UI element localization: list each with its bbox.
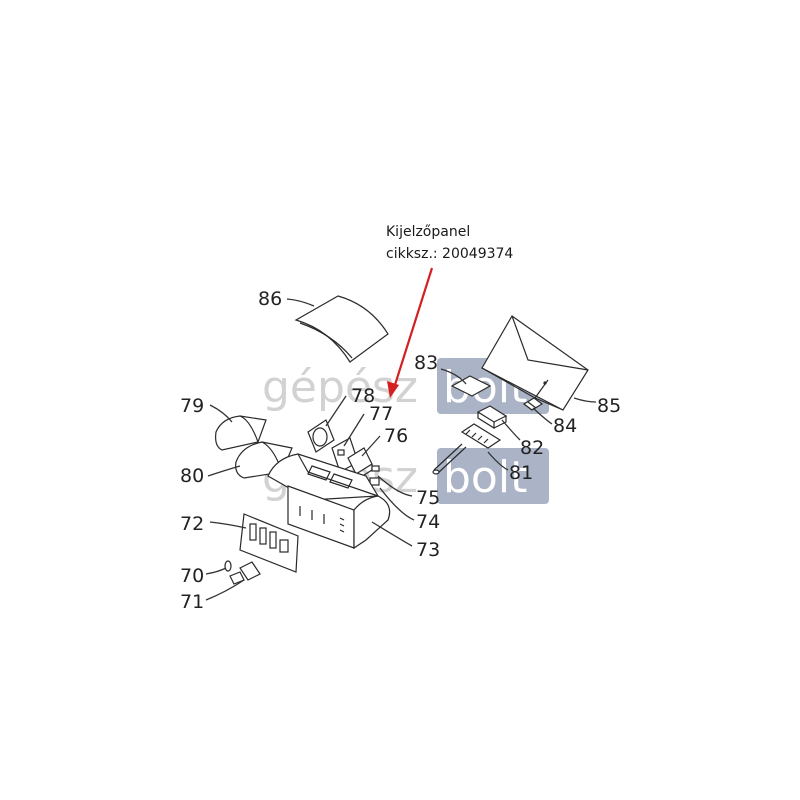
part-75-clip xyxy=(371,465,380,472)
part-label-85: 85 xyxy=(597,395,621,417)
part-label-73: 73 xyxy=(416,539,440,561)
part-label-72: 72 xyxy=(180,513,204,535)
part-81-harness xyxy=(432,423,502,475)
part-72-pcb xyxy=(239,513,299,573)
part-79-foam xyxy=(215,415,267,451)
part-label-80: 80 xyxy=(180,465,204,487)
part-85-tray xyxy=(481,315,589,411)
part-label-84: 84 xyxy=(553,415,577,437)
part-84-connector xyxy=(522,397,544,411)
part-label-75: 75 xyxy=(416,487,440,509)
callout-title: Kijelzőpanel xyxy=(386,224,470,240)
callout-article-number: cikksz.: 20049374 xyxy=(386,246,513,262)
part-86-lid xyxy=(294,295,389,363)
leader-lines xyxy=(205,298,597,601)
part-label-76: 76 xyxy=(384,425,408,447)
part-label-70: 70 xyxy=(180,565,204,587)
part-label-82: 82 xyxy=(520,437,544,459)
watermark-box-text-bottom: bolt xyxy=(443,452,527,503)
part-82-switch xyxy=(476,405,508,430)
watermark-box-bottom xyxy=(437,448,549,504)
part-label-74: 74 xyxy=(416,511,440,533)
part-label-77: 77 xyxy=(369,403,393,425)
part-70-ring xyxy=(224,560,232,572)
part-label-83: 83 xyxy=(414,352,438,374)
part-label-71: 71 xyxy=(180,591,204,613)
part-73-housing xyxy=(267,453,391,550)
part-label-86: 86 xyxy=(258,288,282,310)
part-74-clip xyxy=(369,477,380,486)
callout-arrow xyxy=(387,267,434,398)
part-label-78: 78 xyxy=(351,385,375,407)
part-71-plug xyxy=(229,561,261,585)
part-label-79: 79 xyxy=(180,395,204,417)
part-78-disc xyxy=(307,419,335,453)
part-83-plate xyxy=(450,375,492,397)
part-label-81: 81 xyxy=(509,462,533,484)
